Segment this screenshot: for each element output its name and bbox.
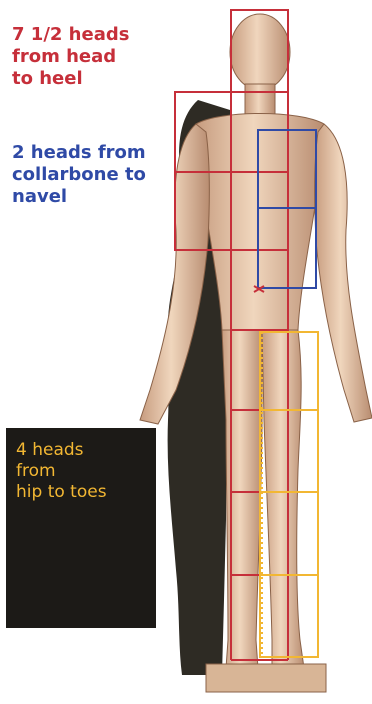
label-head-to-heel: 7 1/2 heads from head to heel xyxy=(12,24,129,90)
label-hip-to-toes: 4 heads from hip to toes xyxy=(16,440,107,503)
label-collarbone-to-navel: 2 heads from collarbone to navel xyxy=(12,142,146,208)
pedestal xyxy=(206,664,326,692)
